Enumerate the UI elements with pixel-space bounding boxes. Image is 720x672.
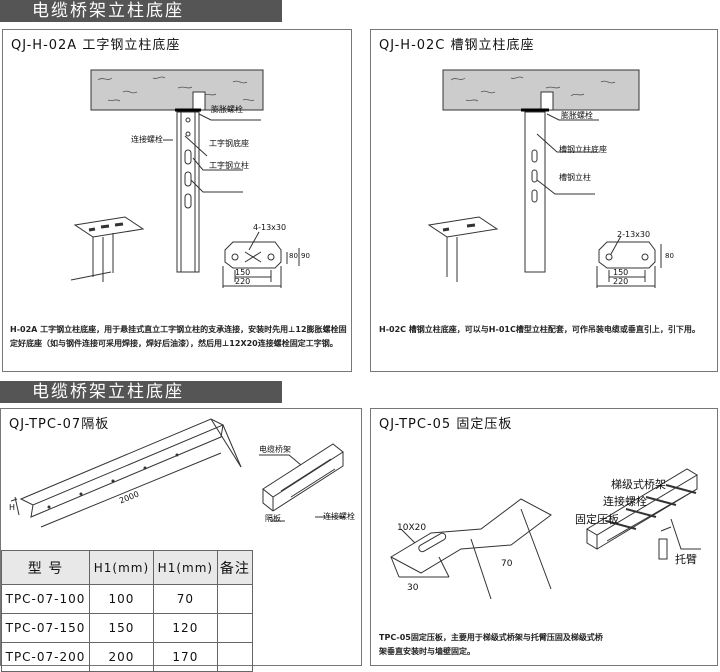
panel-title: QJ-H-02A 工字钢立柱底座 bbox=[11, 38, 181, 53]
label-connecting-bolt: 连接螺栓 bbox=[323, 512, 355, 521]
column-drawing bbox=[427, 69, 662, 288]
dim-70: 70 bbox=[501, 559, 513, 569]
label-cable-tray: 电缆桥架 bbox=[259, 445, 291, 454]
dim-90: 90 bbox=[301, 252, 310, 260]
header-model: 型 号 bbox=[1, 550, 90, 585]
cell bbox=[216, 642, 254, 672]
section-title: 电缆桥架立柱底座 bbox=[0, 0, 282, 22]
label-clamp-plate: 固定压板 bbox=[575, 513, 619, 526]
header-remark: 备注 bbox=[216, 550, 254, 585]
cell: TPC-07-100 bbox=[1, 584, 90, 614]
label-ladder-tray: 梯级式桥架 bbox=[611, 478, 666, 491]
label-expansion-bolt: 膨胀螺栓 bbox=[211, 105, 243, 114]
label-column: 工字钢立柱 bbox=[209, 161, 249, 170]
panel-title: QJ-TPC-05 固定压板 bbox=[379, 417, 513, 432]
label-connecting-bolt: 连接螺栓 bbox=[603, 495, 647, 508]
cell: 100 bbox=[89, 584, 154, 614]
cell: 170 bbox=[152, 642, 218, 672]
description: H-02C 槽钢立柱底座，可以与H-01C槽型立柱配套，可作吊装电缆或垂直引上，… bbox=[379, 325, 700, 334]
partition-drawing bbox=[10, 418, 345, 528]
label-expansion-bolt: 膨胀螺栓 bbox=[561, 111, 593, 120]
label-base: 工字钢底座 bbox=[209, 139, 249, 148]
dim-80: 80 bbox=[665, 252, 674, 260]
cell: 120 bbox=[152, 613, 218, 643]
cell: 200 bbox=[89, 642, 154, 672]
cell: 150 bbox=[89, 613, 154, 643]
panel-h02a: QJ-H-02A 工字钢立柱底座 膨胀螺栓 连接螺栓 工字钢底座 工字钢立柱 4… bbox=[2, 29, 352, 372]
section-title: 电缆桥架立柱底座 bbox=[0, 381, 282, 403]
label-partition: 隔板 bbox=[265, 514, 281, 523]
dim-220: 220 bbox=[235, 277, 251, 286]
panel-h02c: QJ-H-02C 槽钢立柱底座 膨胀螺栓 槽钢立柱底座 槽钢立柱 2-13x30… bbox=[370, 29, 718, 372]
column-drawing bbox=[70, 69, 300, 288]
label-bracket: 托臂 bbox=[675, 553, 697, 566]
dim-220: 220 bbox=[613, 277, 629, 286]
label-column: 槽钢立柱 bbox=[559, 173, 591, 182]
cell: TPC-07-200 bbox=[1, 642, 90, 672]
dim-height: H bbox=[9, 503, 16, 512]
dim-150: 150 bbox=[235, 268, 251, 277]
dim-30: 30 bbox=[407, 583, 419, 593]
description: TPC-05固定压板，主要用于梯级式桥架与托臂压固及梯级式桥架垂直安装时与墙壁固… bbox=[379, 633, 603, 656]
dim-holes: 4-13x30 bbox=[253, 223, 287, 232]
cell: TPC-07-150 bbox=[1, 613, 90, 643]
clamp-drawing bbox=[389, 468, 701, 600]
label-connecting-bolt: 连接螺栓 bbox=[131, 135, 163, 144]
panel-title: QJ-H-02C 槽钢立柱底座 bbox=[379, 38, 535, 53]
cell bbox=[216, 613, 254, 643]
dim-150: 150 bbox=[613, 268, 629, 277]
panel-title: QJ-TPC-07隔板 bbox=[9, 417, 110, 432]
dim-slot: 10X20 bbox=[397, 523, 427, 533]
label-base: 槽钢立柱底座 bbox=[559, 145, 607, 154]
description: H-02A 工字钢立柱底座，用于悬挂式直立工字钢立柱的支承连接，安装时先用⊥12… bbox=[10, 325, 347, 348]
cell bbox=[216, 584, 254, 614]
panel-tpc05: QJ-TPC-05 固定压板 梯级式桥架 连接螺栓 固定压板 托臂 10X20 … bbox=[370, 408, 718, 666]
header-h1: H1(mm) bbox=[89, 550, 154, 585]
header-h1: H1(mm) bbox=[152, 550, 218, 585]
cell: 70 bbox=[152, 584, 218, 614]
dim-80: 80 bbox=[289, 252, 298, 260]
dim-holes: 2-13x30 bbox=[617, 230, 651, 239]
